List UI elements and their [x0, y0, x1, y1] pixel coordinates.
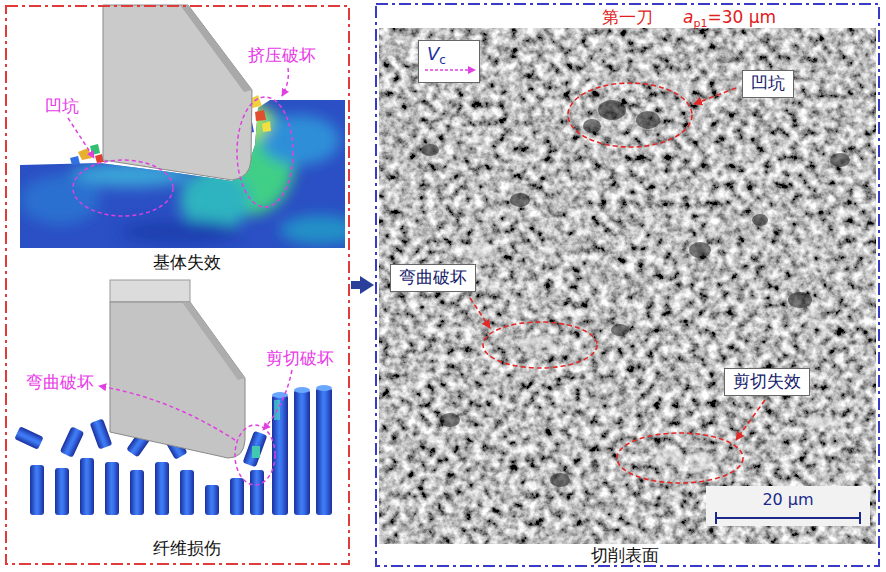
- fiber: [155, 462, 169, 515]
- fiber: [205, 485, 219, 515]
- fiber: [250, 470, 264, 515]
- callout-box: 剪切失效: [724, 368, 810, 396]
- scale-bar: [716, 517, 860, 519]
- left-panel: 基体失效纤维损伤: [5, 5, 350, 565]
- fiber-cap: [294, 387, 310, 393]
- callout-box: 弯曲破坏: [390, 264, 476, 292]
- debris-piece: [70, 156, 80, 165]
- panel-outline: [5, 5, 350, 565]
- tool-shank: [110, 280, 190, 302]
- fiber: [316, 388, 332, 515]
- stress-spot: [252, 446, 260, 458]
- highlight-ellipse: [483, 322, 597, 368]
- pit: [440, 413, 460, 427]
- velocity-box: Vc: [418, 40, 480, 83]
- scale-bar-ground: [706, 486, 870, 526]
- figure-caption: 基体失效: [153, 252, 221, 272]
- fiber: [105, 462, 119, 515]
- flake: [468, 242, 492, 258]
- pit: [550, 473, 570, 487]
- depth-value: =30 μm: [707, 7, 776, 27]
- fiber-cap: [316, 385, 332, 391]
- cutting-tool: [110, 302, 245, 458]
- tool-bevel: [180, 5, 252, 92]
- damage-label: 弯曲破坏: [26, 372, 94, 392]
- fiber: [130, 470, 144, 515]
- tool-bevel: [182, 302, 245, 380]
- scale-label: 20 μm: [762, 490, 813, 509]
- damage-label: 剪切破坏: [266, 348, 334, 368]
- stress-zone: [20, 175, 100, 225]
- depth-symbol: a: [683, 7, 693, 27]
- broken-fiber: [90, 418, 113, 449]
- highlight-ellipse: [617, 433, 743, 483]
- highlight-ellipse: [235, 425, 275, 485]
- block-arrow: [351, 281, 364, 289]
- leader-arrow: [470, 298, 490, 328]
- fiber: [294, 390, 310, 515]
- cutting-tool: [103, 5, 252, 180]
- stress-zone: [120, 220, 240, 244]
- panel-border: [6, 6, 349, 564]
- velocity-subscript: c: [439, 53, 446, 67]
- fiber: [180, 470, 194, 515]
- fiber: [55, 468, 69, 515]
- highlight-ellipse: [237, 97, 293, 207]
- leader-arrow: [68, 118, 94, 158]
- fiber: [30, 465, 44, 515]
- pit: [510, 193, 530, 207]
- flake: [656, 448, 684, 468]
- pit: [583, 119, 601, 133]
- highlight-ellipse: [73, 160, 173, 216]
- leader-arrow: [263, 370, 292, 430]
- right-panel: 第一刀切削表面 Vc 凹坑弯曲破坏剪切失效: [375, 3, 880, 567]
- pit: [636, 111, 660, 129]
- flake: [518, 336, 562, 354]
- velocity-arrow: [425, 69, 468, 71]
- broken-fiber: [60, 426, 85, 457]
- debris-piece: [255, 110, 266, 121]
- pit: [830, 153, 850, 167]
- leader-arrow: [99, 386, 235, 440]
- callout-text: 弯曲破坏: [399, 267, 467, 287]
- pit: [611, 324, 629, 336]
- velocity-arrowhead: [468, 66, 476, 74]
- debris-piece: [78, 148, 92, 160]
- flake: [688, 453, 712, 471]
- callout-text: 凹坑: [751, 73, 785, 93]
- damage-label: 凹坑: [45, 96, 79, 116]
- flake: [808, 411, 832, 429]
- fiber: [80, 458, 94, 515]
- pit: [421, 144, 439, 156]
- sem-image: [379, 28, 876, 544]
- scale-bar-tick: [715, 512, 717, 524]
- pass-title: 第一刀: [602, 7, 653, 27]
- leader-arrow: [736, 400, 765, 440]
- broken-fiber: [243, 431, 268, 468]
- callout-text: 剪切失效: [733, 371, 801, 391]
- leader-arrow: [694, 88, 736, 104]
- leader-arrow: [282, 68, 288, 96]
- scale-bar-tick: [859, 512, 861, 524]
- pit: [598, 100, 626, 120]
- debris-piece: [262, 121, 271, 132]
- velocity-symbol: V: [427, 43, 439, 64]
- fiber: [230, 478, 244, 515]
- figure-caption: 切削表面: [591, 545, 659, 565]
- damage-label: 挤压破坏: [248, 45, 316, 65]
- panel-border: [376, 4, 879, 566]
- pit: [752, 214, 768, 226]
- surface-pits: [421, 100, 850, 487]
- callout-box: 凹坑: [742, 70, 794, 98]
- figure-caption: 纤维损伤: [153, 538, 221, 558]
- pit: [788, 292, 812, 308]
- depth-subscript: p1: [693, 17, 707, 30]
- pit: [689, 242, 711, 258]
- stress-zone: [260, 115, 340, 165]
- broken-fiber: [14, 426, 43, 450]
- highlight-ellipse: [568, 83, 692, 147]
